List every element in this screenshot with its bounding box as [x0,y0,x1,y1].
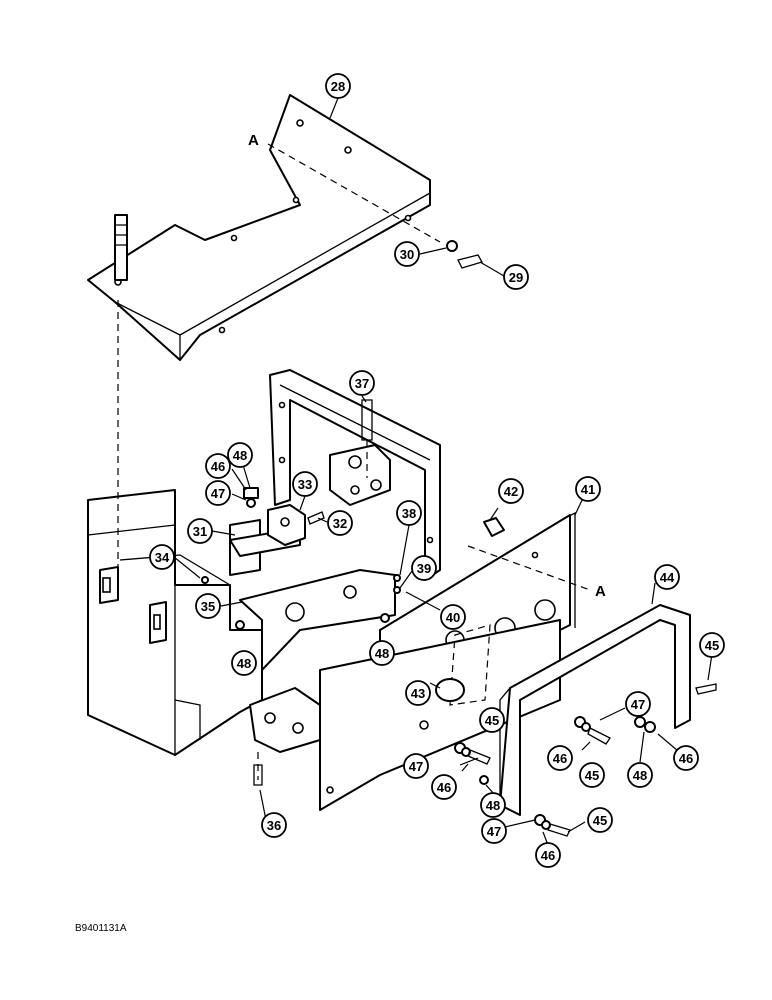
callout: 30 [394,241,420,267]
callout-label: 30 [400,247,414,262]
callout-label: 34 [155,550,170,565]
callout-label: 48 [633,768,647,783]
callout: 45 [587,807,613,833]
callout-label: 48 [486,798,500,813]
callout: 38 [396,500,422,526]
callout: 36 [261,812,287,838]
base-support-frame [87,489,263,756]
leader-lines [173,97,713,846]
callout-label: 45 [585,768,599,783]
callout-label: 32 [333,516,347,531]
callout-label: 37 [355,376,369,391]
callout: 41 [575,476,601,502]
callout: 48 [627,762,653,788]
callout-label: 45 [485,713,499,728]
callout-label: 40 [446,610,460,625]
callout: 48 [227,442,253,468]
callout: 32 [327,510,353,536]
fasteners [201,240,717,837]
callout-label: 46 [211,459,225,474]
callout: 45 [699,632,725,658]
callout-label: 48 [237,656,251,671]
callout-label: 33 [298,477,312,492]
callout: 31 [187,518,213,544]
callout: 48 [480,792,506,818]
callout: 46 [673,745,699,771]
callout-label: 29 [509,270,523,285]
callout: 47 [403,753,429,779]
callout: 42 [498,478,524,504]
hydraulic-valve-upper [329,444,391,506]
callout: 45 [479,707,505,733]
callout: 34 [149,544,175,570]
callout: 48 [369,640,395,666]
callout-label: 31 [193,524,207,539]
callout: 33 [292,471,318,497]
callout-label: 43 [411,686,425,701]
callout-label: 44 [660,570,675,585]
callout-label: 47 [631,697,645,712]
callout-label: 28 [331,79,345,94]
callout-label: 39 [417,561,431,576]
callout: 48 [231,650,257,676]
callout-label: 45 [593,813,607,828]
callout-label: 46 [679,751,693,766]
callout: 28 [325,73,351,99]
callout: 37 [349,370,375,396]
callout: 47 [481,818,507,844]
callout-label: 47 [211,486,225,501]
lower-front-panel [319,619,561,811]
callout: 46 [205,453,231,479]
callout-label: 48 [375,646,389,661]
gauge-component [435,678,465,702]
callout-label: 46 [553,751,567,766]
callout-label: 47 [409,759,423,774]
callout: 46 [431,774,457,800]
callout-label: 46 [541,848,555,863]
valve-mount-bracket [269,369,441,581]
callout-label: 42 [504,484,518,499]
reference-marker-a-right: A [595,583,606,600]
callout: 46 [535,842,561,868]
callout: 47 [625,691,651,717]
callout: 45 [579,762,605,788]
callout-label: 35 [201,599,215,614]
callout: 44 [654,564,680,590]
callout: 35 [195,593,221,619]
callout-label: 48 [233,448,247,463]
reference-marker-a-top: A [248,132,259,149]
callout: 43 [405,680,431,706]
callout: 29 [503,264,529,290]
callout: 46 [547,745,573,771]
callout-label: 36 [267,818,281,833]
drawing-code: B9401131A [75,923,127,934]
hydraulic-valve-lower [249,687,321,753]
top-cover-plate [87,94,431,361]
callout-label: 41 [581,482,595,497]
callout-label: 46 [437,780,451,795]
valve-block [267,504,306,546]
front-bracket [239,569,396,671]
callout-label: 47 [487,824,501,839]
callout: 47 [205,480,231,506]
callout-label: 45 [705,638,719,653]
callout: 40 [440,604,466,630]
callout: 39 [411,555,437,581]
alignment-lines [117,143,591,780]
callout-label: 38 [402,506,416,521]
